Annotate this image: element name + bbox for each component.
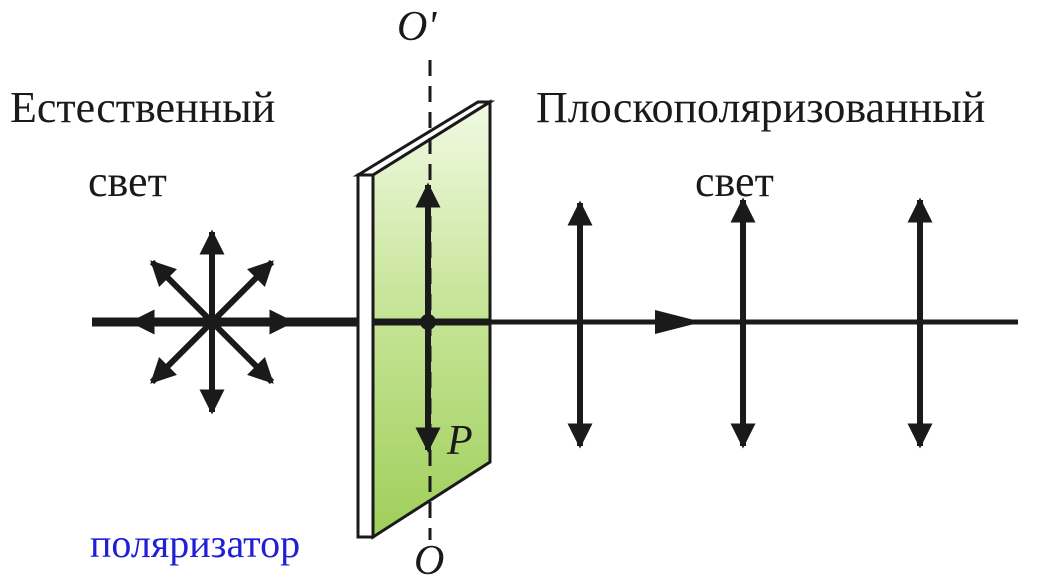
natural-light-label-line2: свет [88, 160, 167, 204]
plate-side-edge [358, 175, 373, 537]
polarizer-center-dot [420, 314, 436, 330]
beam-arrowhead [655, 310, 702, 334]
polarized-light-label-line2: свет [695, 160, 774, 204]
polarizer-caption: поляризатор [90, 524, 300, 564]
axis-top-label: O' [397, 6, 436, 48]
polarized-light-label-line1: Плоскополяризованный [536, 86, 985, 130]
natural-light-label-line1: Естественный [10, 86, 275, 130]
natural-light-center [205, 315, 219, 329]
polarizer-axis-label: P [447, 420, 473, 462]
axis-bottom-label: O [414, 540, 444, 582]
